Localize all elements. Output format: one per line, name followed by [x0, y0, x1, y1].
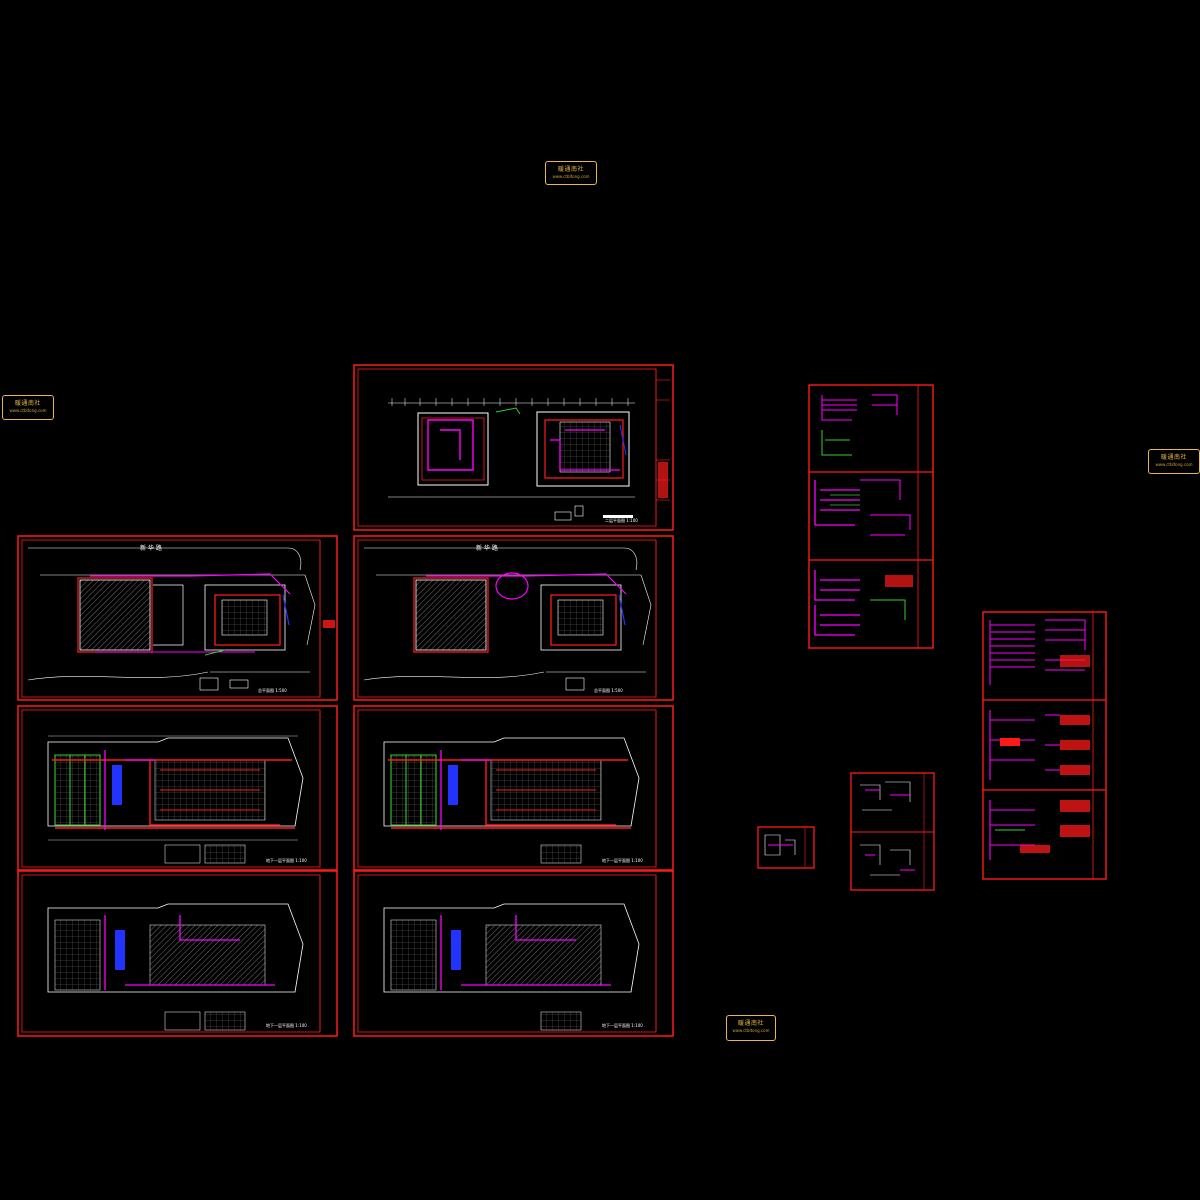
stamp-url: www.ctbltong.com [732, 1028, 770, 1033]
sheet-scale-note: 地下一层平面图 1:100 [602, 857, 643, 863]
sheet-floor-plan-low-left: 地下一层平面图 1:100 [17, 870, 338, 1037]
sheet-scale-note: 二层平面图 1:100 [605, 517, 638, 523]
watermark-stamp-left: 暖通南社 www.ctbltong.com [2, 395, 54, 420]
watermark-stamp-bottom: 暖通南社 www.ctbltong.com [726, 1015, 776, 1041]
sheet-scale-note: 地下一层平面图 1:100 [266, 857, 307, 863]
sheet-scale-note: 地下一层平面图 1:100 [602, 1022, 643, 1028]
sheet-scale-note: 地下一层平面图 1:100 [266, 1022, 307, 1028]
sheet-wiring-schematics-a [808, 384, 934, 649]
sheet-floor-plan-mid-left: 地下一层平面图 1:100 [17, 705, 338, 871]
sheet-scale-note: 总平面图 1:500 [258, 687, 287, 693]
stamp-text: 暖通南社 [1160, 454, 1187, 461]
sheet-site-plan-right: 新 华 路 总平面图 1:500 [353, 535, 674, 701]
sheet-floor-plan-low-right: 地下一层平面图 1:100 [353, 870, 674, 1037]
sheet-detail-small [757, 826, 815, 869]
sheet-top-plan: 二层平面图 1:100 [353, 364, 674, 531]
stamp-text: 暖通南社 [14, 400, 41, 407]
sheet-site-plan-left: 新 华 路 总平面图 1:500 [17, 535, 338, 701]
stamp-url: www.ctbltong.com [1155, 462, 1193, 467]
sheet-details-c [850, 772, 935, 891]
sheet-scale-note: 总平面图 1:500 [594, 687, 623, 693]
stamp-url: www.ctbltong.com [552, 174, 590, 179]
stamp-url: www.ctbltong.com [9, 408, 47, 413]
sheet-floor-plan-mid-right: 地下一层平面图 1:100 [353, 705, 674, 871]
stamp-text: 暖通南社 [557, 166, 584, 173]
stamp-text: 暖通南社 [737, 1020, 764, 1027]
sheet-wiring-schematics-b [982, 611, 1107, 880]
watermark-stamp-top: 暖通南社 www.ctbltong.com [545, 161, 597, 185]
